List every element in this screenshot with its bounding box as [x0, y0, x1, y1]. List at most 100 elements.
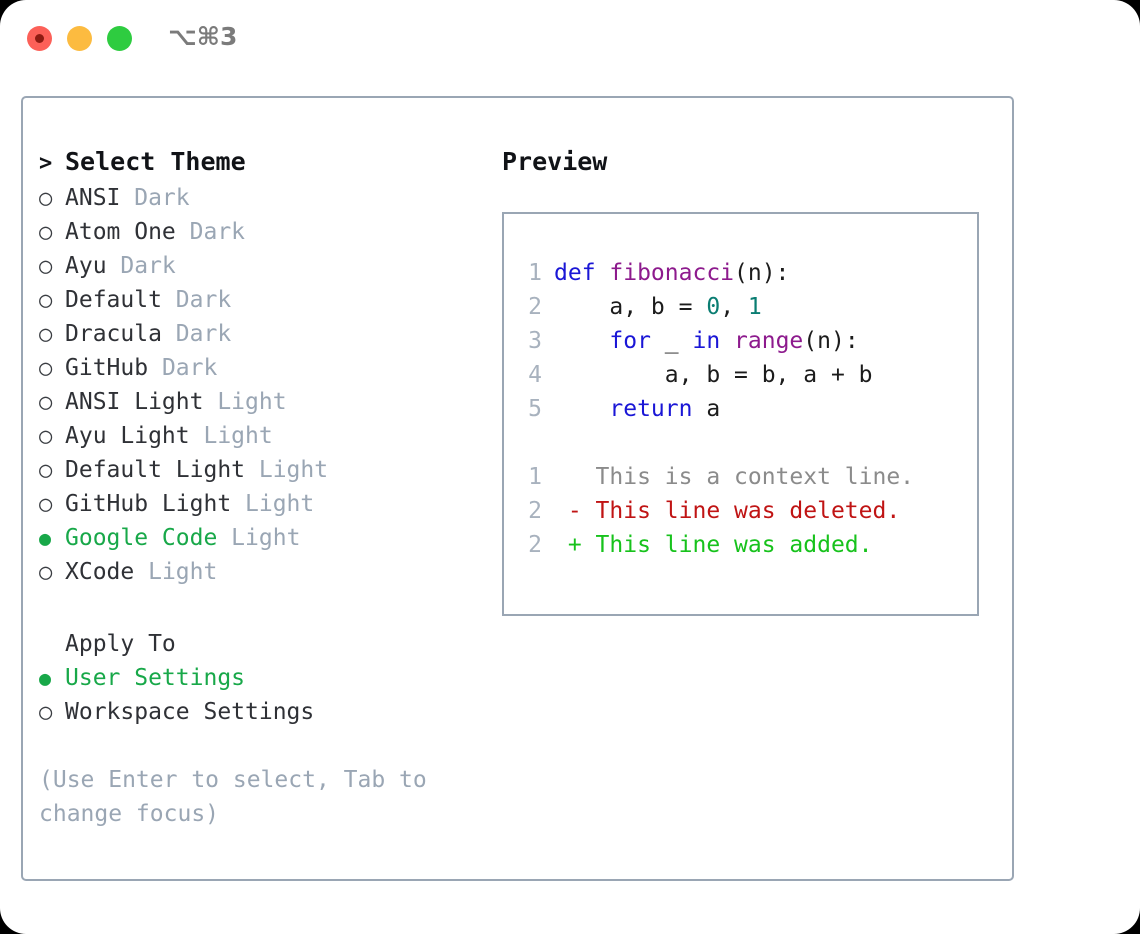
theme-option-name: Ayu Light — [65, 423, 190, 449]
code-token: def — [554, 260, 610, 286]
apply-to-group: ○Apply To●User Settings○Workspace Settin… — [39, 627, 499, 729]
theme-option-category: Dark — [148, 355, 218, 381]
radio-unselected-icon: ○ — [39, 700, 53, 725]
radio-unselected-icon: ○ — [39, 424, 53, 449]
line-number: 2 — [528, 532, 542, 558]
apply-to-option[interactable]: ○ Workspace Settings — [39, 695, 499, 729]
code-token: (n): — [803, 328, 859, 354]
window-close-button[interactable] — [27, 26, 52, 51]
theme-option-name: Ayu — [65, 253, 107, 279]
diff-line: 2 + This line was added. — [516, 528, 969, 562]
apply-to-option-label: User Settings — [65, 665, 246, 691]
code-diff-separator — [516, 426, 969, 460]
theme-list: >Select Theme ○ ANSI Dark ○ Atom One Dark ○ Ay… — [39, 143, 499, 589]
line-number: 1 — [528, 260, 542, 286]
theme-option-name: Default — [65, 287, 162, 313]
diff-line: 1 This is a context line. — [516, 460, 969, 494]
radio-unselected-icon: ○ — [39, 390, 53, 415]
radio-unselected-icon: ○ — [39, 458, 53, 483]
theme-option-name: ANSI — [65, 185, 121, 211]
theme-option-category: Light — [245, 457, 329, 483]
theme-option[interactable]: ○ Default Dark — [39, 283, 499, 317]
radio-unselected-icon: ○ — [39, 254, 53, 279]
keyboard-hint-text: (Use Enter to select, Tab to change focu… — [39, 767, 427, 827]
theme-option-category: Dark — [175, 219, 246, 245]
close-icon — [35, 34, 44, 43]
theme-option-name: ANSI Light — [65, 389, 204, 415]
theme-option-category: Dark — [161, 321, 232, 347]
radio-selected-icon: ● — [39, 526, 52, 550]
code-token: in — [692, 328, 721, 354]
window-maximize-button[interactable] — [107, 26, 132, 51]
code-token: range — [734, 328, 804, 354]
theme-option[interactable]: ○ ANSI Dark — [39, 181, 499, 215]
line-number: 3 — [528, 328, 542, 354]
radio-unselected-icon: ○ — [39, 220, 53, 245]
code-token: fibonacci — [609, 260, 735, 286]
apply-to-title: Apply To — [65, 631, 176, 657]
code-token: a, b = — [554, 294, 707, 320]
code-token: a — [692, 396, 721, 422]
code-token — [554, 328, 609, 354]
theme-option-category: Light — [231, 491, 315, 517]
theme-option-name: Dracula — [65, 321, 162, 347]
window-titlebar: ⌥⌘3 — [0, 0, 1140, 78]
theme-option-category: Dark — [120, 185, 190, 211]
theme-option[interactable]: ●Google Code Light — [39, 521, 499, 555]
code-token: 0 — [706, 294, 721, 320]
theme-option[interactable]: ○ ANSI Light Light — [39, 385, 499, 419]
code-line: 4 a, b = b, a + b — [516, 358, 969, 392]
radio-unselected-icon: ○ — [39, 492, 53, 517]
line-number: 1 — [528, 464, 542, 490]
theme-option-category: Light — [203, 389, 287, 415]
theme-option-name: XCode — [65, 559, 135, 585]
radio-unselected-icon: ○ — [39, 186, 53, 211]
theme-option-name: Atom One — [65, 219, 176, 245]
content-panel: >Select Theme ○ ANSI Dark ○ Atom One Dark ○ Ay… — [21, 96, 1014, 881]
radio-selected-icon: ● — [39, 666, 52, 690]
code-token: a, b = b, a + b — [554, 362, 873, 388]
code-token: return — [609, 396, 693, 422]
apply-to-option-label: Workspace Settings — [65, 699, 315, 725]
code-token: 1 — [747, 294, 762, 320]
code-token — [554, 396, 609, 422]
radio-unselected-icon: ○ — [39, 560, 53, 585]
window-minimize-button[interactable] — [67, 26, 92, 51]
theme-option-category: Dark — [161, 287, 232, 313]
theme-option[interactable]: ○ GitHub Dark — [39, 351, 499, 385]
diff-line-text: - This line was deleted. — [554, 498, 901, 524]
theme-option[interactable]: ○ Atom One Dark — [39, 215, 499, 249]
code-token: for — [609, 328, 651, 354]
line-number: 2 — [528, 294, 542, 320]
apply-to-header: ○Apply To — [39, 627, 499, 661]
code-line: 1 def fibonacci(n): — [516, 256, 969, 290]
theme-option-name: GitHub — [65, 355, 149, 381]
radio-unselected-icon: ○ — [39, 322, 53, 347]
theme-option-name: Google Code — [65, 525, 218, 551]
line-number: 2 — [528, 498, 542, 524]
apply-to-option[interactable]: ● User Settings — [39, 661, 499, 695]
theme-option[interactable]: ○ Ayu Dark — [39, 249, 499, 283]
preview-title: Preview — [502, 147, 608, 176]
code-token: _ — [650, 328, 693, 354]
code-token: , — [720, 294, 748, 320]
theme-option[interactable]: ○ GitHub Light Light — [39, 487, 499, 521]
spacer-icon: ○ — [39, 628, 65, 662]
theme-option[interactable]: ○ Ayu Light Light — [39, 419, 499, 453]
diff-line-text: + This line was added. — [554, 532, 873, 558]
radio-unselected-icon: ○ — [39, 356, 53, 381]
theme-option[interactable]: ○XCode Light — [39, 555, 499, 589]
theme-option[interactable]: ○Default Light Light — [39, 453, 499, 487]
line-number: 4 — [528, 362, 542, 388]
theme-option-category: Dark — [106, 253, 176, 279]
theme-picker-column: >Select Theme ○ ANSI Dark ○ Atom One Dark ○ Ay… — [39, 143, 499, 729]
theme-picker-header: >Select Theme — [39, 143, 499, 181]
theme-option[interactable]: ○ Dracula Dark — [39, 317, 499, 351]
theme-option-name: GitHub Light — [65, 491, 232, 517]
code-token: (n): — [734, 260, 790, 286]
theme-option-category: Light — [189, 423, 273, 449]
radio-unselected-icon: ○ — [39, 288, 53, 313]
